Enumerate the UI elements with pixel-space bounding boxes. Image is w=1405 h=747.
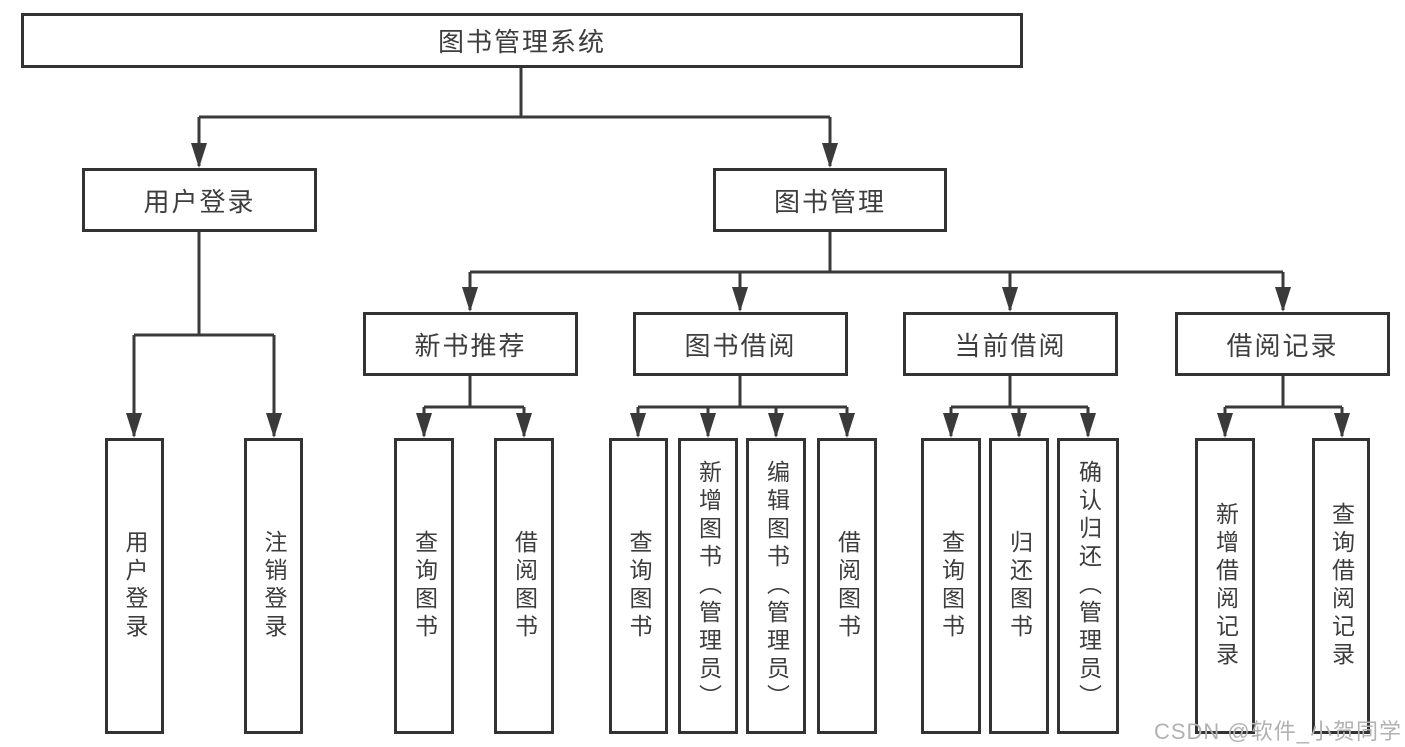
node-book-mgmt: 图书管理: [713, 168, 947, 232]
arrowheads-level2: [191, 143, 838, 168]
connector-login-children: [132, 232, 276, 436]
leaf-record-query-borrow-record: 查询借阅记录: [1312, 438, 1370, 734]
node-new-book-recommend: 新书推荐: [363, 312, 578, 376]
leaf-logout: 注销登录: [244, 438, 303, 734]
arrowheads-current-children: [943, 413, 1096, 438]
connector-borrow-children: [636, 376, 849, 436]
leaf-borrow-borrow-books: 借阅图书: [817, 438, 877, 734]
leaf-current-confirm-return-admin: 确认归还（管理员）: [1057, 438, 1119, 734]
leaf-borrow-add-books-admin: 新增图书（管理员）: [678, 438, 738, 734]
arrowheads-mgmt-children: [462, 287, 1291, 312]
leaf-current-query-books: 查询图书: [921, 438, 981, 734]
arrowheads-login-children: [126, 413, 282, 438]
connector-mgmt-children: [468, 232, 1285, 310]
leaf-current-return-books: 归还图书: [989, 438, 1049, 734]
leaf-borrow-edit-books-admin: 编辑图书（管理员）: [746, 438, 806, 734]
connector-record-children: [1223, 376, 1344, 436]
node-book-borrow: 图书借阅: [633, 312, 848, 376]
node-user-login: 用户登录: [82, 168, 317, 232]
csdn-watermark: CSDN @软件_小贺同学: [1153, 719, 1402, 744]
connector-current-children: [949, 376, 1090, 436]
leaf-recommend-query-books: 查询图书: [394, 438, 454, 734]
arrowheads-borrow-children: [630, 413, 855, 438]
node-current-borrow: 当前借阅: [903, 312, 1118, 376]
connector-recommend-children: [422, 376, 526, 436]
leaf-recommend-borrow-books: 借阅图书: [494, 438, 554, 734]
leaf-user-login: 用户登录: [105, 438, 164, 734]
arrowheads-recommend-children: [416, 413, 532, 438]
arrowheads-record-children: [1217, 413, 1350, 438]
leaf-record-add-borrow-record: 新增借阅记录: [1195, 438, 1255, 734]
node-root: 图书管理系统: [21, 13, 1023, 68]
leaf-borrow-query-books: 查询图书: [609, 438, 668, 734]
connector-root-to-level2: [197, 68, 832, 166]
node-borrow-record: 借阅记录: [1175, 312, 1390, 376]
